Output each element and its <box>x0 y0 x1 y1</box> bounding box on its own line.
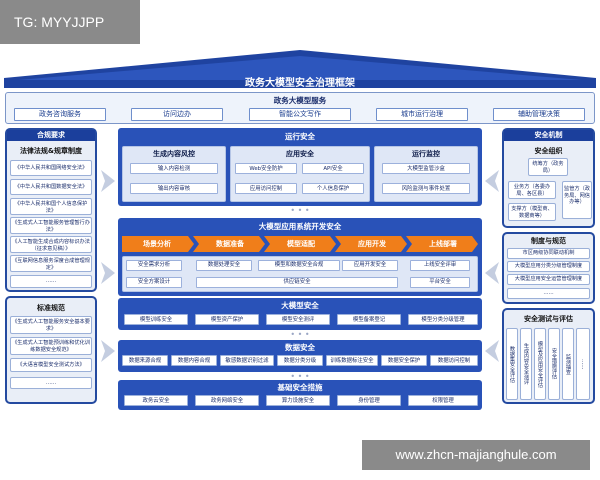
data-security-title: 数据安全 <box>285 343 315 352</box>
separator-dots: • • • <box>290 330 310 339</box>
op-item: 风险监测与事件处置 <box>382 183 470 194</box>
testing-item: 监测抽查 <box>562 328 574 400</box>
legal-subtitle: 法律法规&规章制度 <box>19 147 83 155</box>
arrow-left-icon <box>485 340 499 362</box>
appdev-item: 安全方案设计 <box>126 277 182 288</box>
op-item: 输出内容审核 <box>130 183 218 194</box>
testing-item: 生成内容安全测评 <box>520 328 532 400</box>
data-item: 数据分类分级 <box>277 355 323 366</box>
standard-item: 《生成式人工智能预训练和优化训练数据安全规范》 <box>10 337 92 355</box>
stage-chevrons <box>122 236 478 252</box>
model-item: 模型资产保护 <box>195 314 259 325</box>
model-item: 模型训练安全 <box>124 314 188 325</box>
operation-security-title: 运行安全 <box>285 132 315 141</box>
infra-item: 权限管理 <box>408 395 478 406</box>
testing-title: 安全测试与评估 <box>524 315 573 323</box>
process-item-more: …… <box>507 288 590 299</box>
legal-item: 《人工智能生成合成内容标识办法（征求意见稿）》 <box>10 236 92 253</box>
infra-security-title: 基础安全措施 <box>277 383 323 392</box>
appdev-item: 平台安全 <box>410 277 470 288</box>
op-item: 个人信息保护 <box>302 183 364 194</box>
standard-item: 《生成式人工智能服务安全基本要求》 <box>10 316 92 334</box>
runtime-monitor-title: 运行监控 <box>412 150 440 158</box>
legal-item: 《中华人民共和国数据安全法》 <box>10 179 92 195</box>
model-item: 模型备案登记 <box>337 314 401 325</box>
content-risk-title: 生成内容风控 <box>153 150 195 158</box>
appdev-item: 供应链安全 <box>196 277 398 288</box>
standard-item: 《大语言模型安全测试方法》 <box>10 358 92 372</box>
model-security-title: 大模型安全 <box>281 301 319 310</box>
org-role: 业务方（各委办局、各区县） <box>508 181 556 199</box>
org-role: 监管方（政务局、网信办等） <box>562 181 592 219</box>
appdev-item: 安全需求分析 <box>126 260 182 271</box>
org-role: 支撑方（模型商、数据商等） <box>508 203 556 221</box>
data-item: 数据来源合规 <box>122 355 168 366</box>
stage-label: 模型适配 <box>287 240 315 248</box>
appdev-item: 上线安全评审 <box>410 260 470 271</box>
testing-item-more: …… <box>576 328 590 400</box>
watermark-bottom: www.zhcn-majianghule.com <box>362 440 590 470</box>
data-item: 数据内容合规 <box>171 355 217 366</box>
separator-dots: • • • <box>290 372 310 381</box>
stage-label: 上线部署 <box>429 240 457 248</box>
op-item: 大模型监管沙盒 <box>382 163 470 174</box>
data-item: 敏感数据识别过滤 <box>220 355 274 366</box>
data-item: 训练数据标注安全 <box>326 355 378 366</box>
arrow-left-icon <box>485 262 499 284</box>
arrow-left-icon <box>485 170 499 192</box>
arrow-right-icon <box>101 262 115 284</box>
service-item-city: 城市运行治理 <box>376 108 468 121</box>
testing-item: 模型及应用安全评估 <box>534 328 546 400</box>
org-role: 统筹方（政务局） <box>528 158 568 176</box>
infra-item: 身份管理 <box>337 395 401 406</box>
watermark-top: TG: MYYJJPP <box>0 0 140 44</box>
legal-item: 《中华人民共和国网络安全法》 <box>10 160 92 176</box>
legal-item: 《互联网信息服务深度合成管理规定》 <box>10 255 92 272</box>
infra-item: 算力设施安全 <box>266 395 330 406</box>
mechanism-header: 安全机制 <box>504 130 593 141</box>
legal-item: 《中华人民共和国个人信息保护法》 <box>10 198 92 215</box>
service-item-consulting: 政务咨询服务 <box>14 108 106 121</box>
security-org-title: 安全组织 <box>534 147 563 155</box>
stage-label: 场景分析 <box>143 240 171 248</box>
infra-item: 政务云安全 <box>124 395 188 406</box>
legal-item-more: …… <box>10 275 92 288</box>
data-item: 数据安全保护 <box>381 355 427 366</box>
appdev-item: 模型和数据安全合规 <box>258 260 340 271</box>
process-title: 制度与规范 <box>531 237 566 245</box>
service-item-writing: 智能公文写作 <box>249 108 351 121</box>
process-item: 市区两级协同联动机制 <box>507 248 590 259</box>
arrow-right-icon <box>101 340 115 362</box>
framework-title: 政务大模型安全治理框架 <box>245 78 355 89</box>
data-item: 数据访问控制 <box>430 355 478 366</box>
service-item-visit: 访问边办 <box>131 108 223 121</box>
standards-header: 标准规范 <box>37 304 65 312</box>
op-item: Web安全防护 <box>235 163 297 174</box>
services-title: 政务大模型服务 <box>273 96 327 105</box>
model-item: 模型分类分级管理 <box>408 314 478 325</box>
infra-item: 政务网络安全 <box>195 395 259 406</box>
legal-item: 《生成式人工智能服务管理暂行办法》 <box>10 217 92 234</box>
separator-dots: • • • <box>290 206 310 215</box>
service-item-decision: 辅助管理决策 <box>493 108 585 121</box>
arrow-right-icon <box>101 170 115 192</box>
process-item: 大模型应用分类分级管理制度 <box>507 261 590 272</box>
testing-item: 安全措施评估 <box>548 328 560 400</box>
standard-item-more: …… <box>10 377 92 389</box>
appdev-item: 数据处理安全 <box>196 260 252 271</box>
stage-label: 数据准备 <box>216 240 244 248</box>
process-item: 大模型应用安全运营管理制度 <box>507 274 590 285</box>
appdev-security-title: 大模型应用系统开发安全 <box>258 222 342 231</box>
op-item: 应用访问控制 <box>235 183 297 194</box>
framework-roof <box>4 50 596 88</box>
appdev-item: 应用开发安全 <box>342 260 398 271</box>
model-item: 模型安全测评 <box>266 314 330 325</box>
op-item: API安全 <box>302 163 364 174</box>
testing-item: 数据集安全评估 <box>506 328 518 400</box>
legal-header: 合规要求 <box>7 130 95 141</box>
stage-label: 应用开发 <box>358 240 386 248</box>
op-item: 输入内容检测 <box>130 163 218 174</box>
app-security-title: 应用安全 <box>286 150 314 158</box>
